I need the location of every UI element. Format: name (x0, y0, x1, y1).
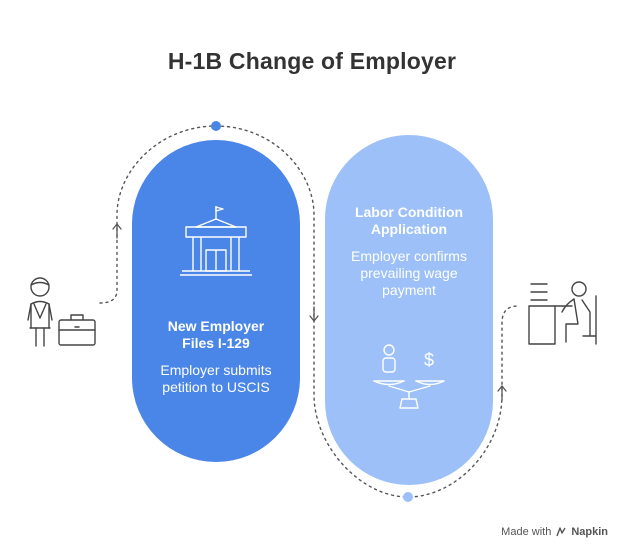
step-1-description: Employer submits petition to USCIS (160, 362, 272, 395)
worker-at-desk-icon (528, 281, 597, 345)
step-1-text: New Employer Files I-129 Employer submit… (132, 318, 300, 396)
step-pill-2 (325, 135, 493, 485)
balance-scale-icon: $ (373, 344, 445, 409)
footer-attribution: Made with Napkin (501, 526, 608, 538)
arrow-down-icon (309, 306, 319, 322)
footer-prefix: Made with (501, 526, 552, 538)
connector-dot-bottom (403, 492, 413, 502)
arrow-up-icon (497, 385, 507, 401)
svg-text:$: $ (424, 350, 434, 370)
government-building-icon (180, 206, 252, 276)
napkin-logo-icon (556, 527, 566, 537)
diagram-title: H-1B Change of Employer (167, 48, 457, 74)
arrow-up-icon (112, 223, 122, 239)
footer-brand: Napkin (571, 526, 608, 538)
step-2-title: Labor Condition Application (354, 204, 464, 237)
step-1-title: New Employer Files I-129 (167, 318, 265, 351)
step-2-description: Employer confirms prevailing wage paymen… (351, 248, 467, 298)
step-pill-1 (132, 140, 300, 462)
step-2-text: Labor Condition Application Employer con… (325, 204, 493, 299)
connector-dot-top (211, 121, 221, 131)
employee-with-briefcase-icon (27, 277, 96, 347)
dotted-connector (99, 125, 519, 498)
